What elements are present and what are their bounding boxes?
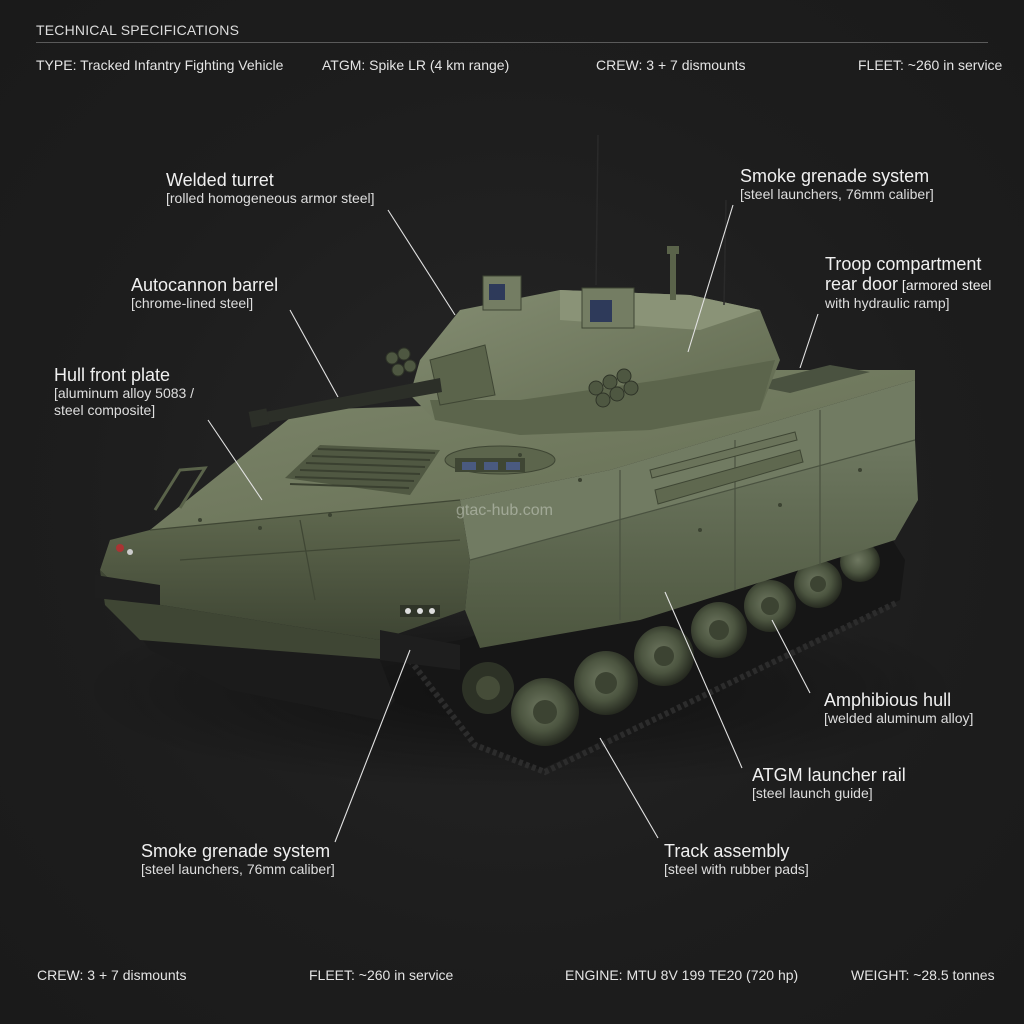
header-divider [36, 42, 988, 43]
callout-title: Hull front plate [54, 365, 171, 385]
callout-title-line1: Troop compartment [825, 254, 982, 274]
callout-detail: [steel with rubber pads] [664, 861, 809, 877]
callout-detail-line2: steel composite] [54, 402, 156, 418]
callout-title: Welded turret [166, 170, 274, 190]
autocannon [248, 378, 442, 428]
callout-amphibious-hull: Amphibious hull [welded aluminum alloy] [824, 690, 973, 727]
footer-spec-engine: ENGINE: MTU 8V 199 TE20 (720 hp) [565, 967, 799, 983]
callout-title: ATGM launcher rail [752, 765, 906, 785]
spec-crew: CREW: 3 + 7 dismounts [596, 57, 746, 73]
callout-smoke-grenade-front: Smoke grenade system [steel launchers, 7… [141, 841, 335, 878]
callout-detail: [welded aluminum alloy] [824, 710, 974, 726]
callout-welded-turret: Welded turret [rolled homogeneous armor … [166, 170, 375, 207]
callout-title: Autocannon barrel [131, 275, 279, 295]
leader-lines [207, 204, 819, 843]
callout-troop-rear-door: Troop compartment rear door [armored ste… [825, 254, 991, 312]
road-wheels [462, 542, 880, 746]
callout-detail: [steel launchers, 76mm caliber] [740, 186, 934, 202]
callout-detail: [steel launchers, 76mm caliber] [141, 861, 335, 877]
watermark: gtac-hub.com [456, 502, 553, 519]
footer-spec-fleet: FLEET: ~260 in service [309, 967, 454, 983]
callout-title: Smoke grenade system [141, 841, 331, 861]
callout-detail-line2: with hydraulic ramp] [825, 295, 950, 311]
callout-detail: [steel launch guide] [752, 785, 873, 801]
callout-detail-line1: [aluminum alloy 5083 / [54, 385, 195, 401]
spec-fleet: FLEET: ~260 in service [858, 57, 1003, 73]
footer-spec-crew: CREW: 3 + 7 dismounts [37, 967, 187, 983]
callout-track-assembly: Track assembly [steel with rubber pads] [664, 841, 809, 878]
callout-title: Track assembly [664, 841, 790, 861]
callout-detail: [rolled homogeneous armor steel] [166, 190, 375, 206]
engine-grille [285, 445, 440, 495]
callout-title-line2: rear door [825, 274, 899, 294]
callout-detail-inline: [armored steel [898, 277, 992, 293]
footer-spec-weight: WEIGHT: ~28.5 tonnes [851, 967, 995, 983]
spec-header-title: TECHNICAL SPECIFICATIONS [36, 22, 240, 38]
spec-type: TYPE: Tracked Infantry Fighting Vehicle [36, 57, 284, 73]
spec-atgm: ATGM: Spike LR (4 km range) [322, 57, 510, 73]
callout-detail: [chrome-lined steel] [131, 295, 254, 311]
callout-atgm-launcher-rail: ATGM launcher rail [steel launch guide] [752, 765, 906, 802]
callout-title: Smoke grenade system [740, 166, 930, 186]
callout-smoke-grenade-turret: Smoke grenade system [steel launchers, 7… [740, 166, 934, 203]
callout-hull-front-plate: Hull front plate [aluminum alloy 5083 / … [54, 365, 194, 419]
callout-title: Amphibious hull [824, 690, 952, 710]
turret [385, 134, 780, 435]
callout-autocannon-barrel: Autocannon barrel [chrome-lined steel] [131, 275, 278, 312]
